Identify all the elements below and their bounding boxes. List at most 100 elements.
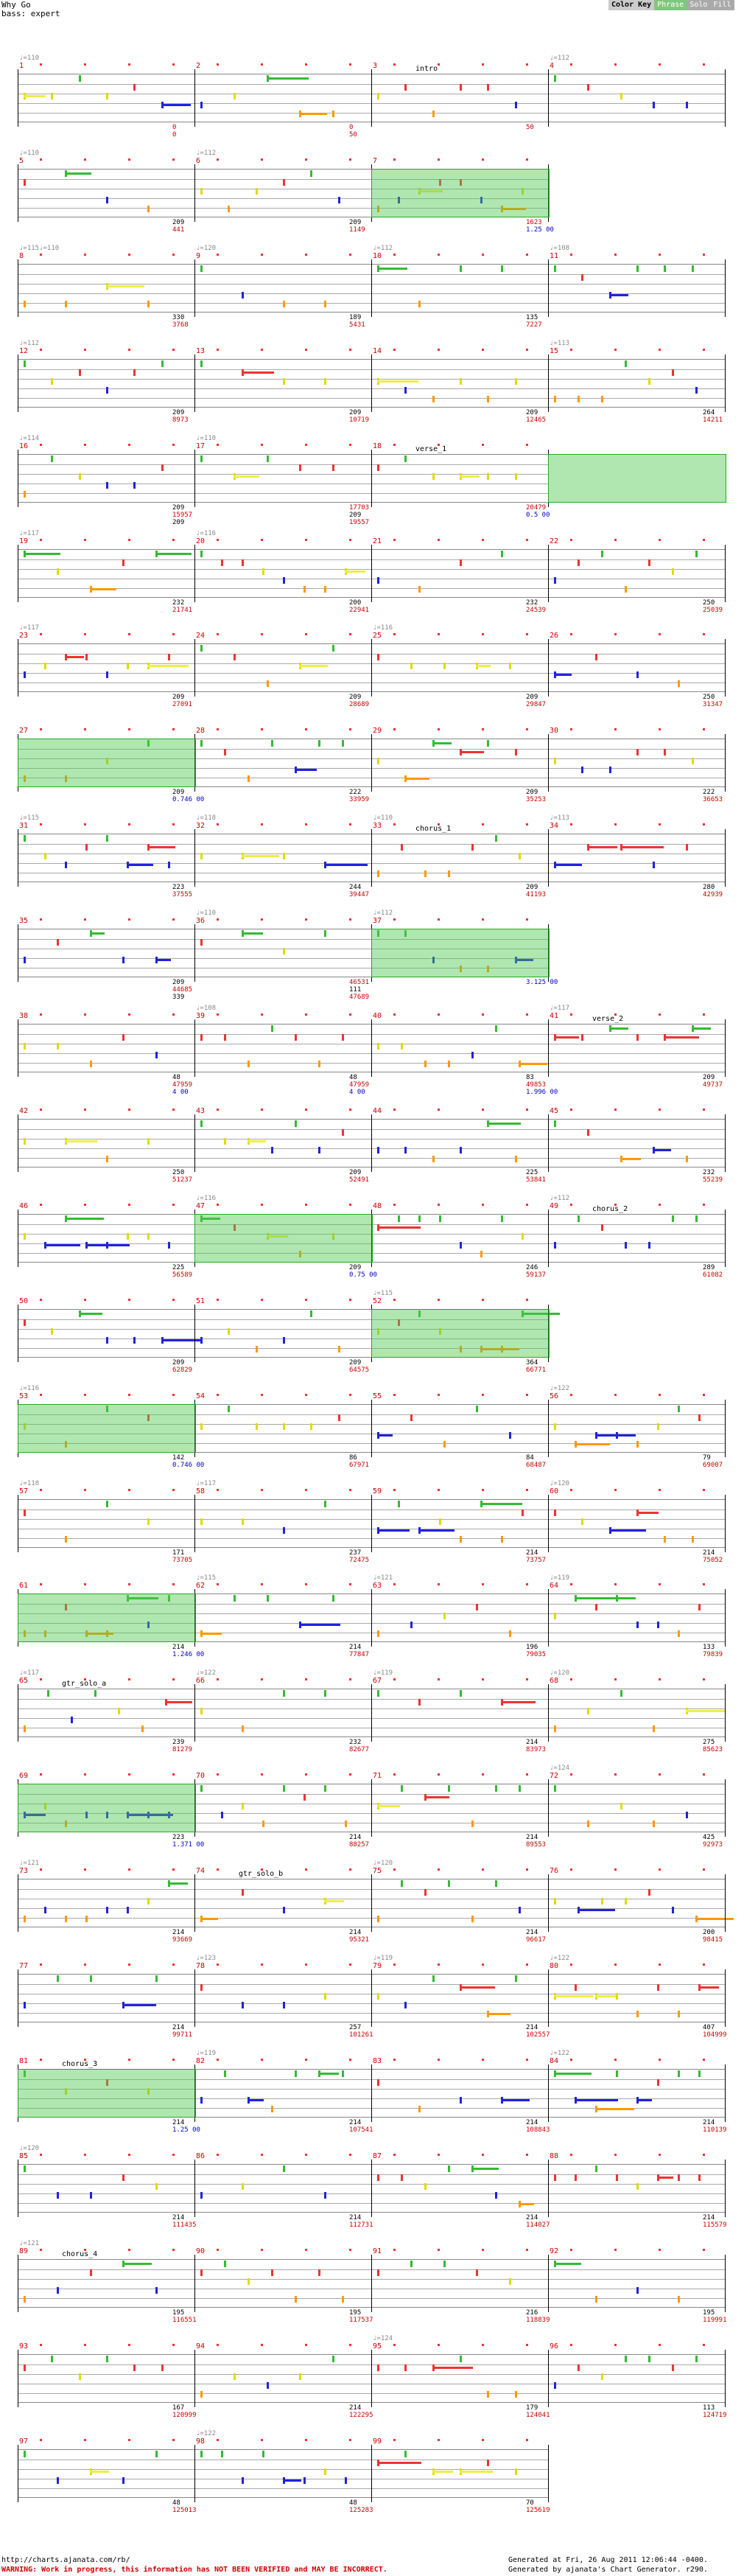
measure-score: 3.125 00 (526, 979, 558, 987)
note-r (578, 2364, 580, 2371)
beat-marker (482, 1488, 484, 1491)
note-o (147, 205, 150, 212)
measure-number: 55 (373, 1392, 382, 1400)
staff (18, 453, 548, 503)
note-y (233, 2373, 236, 2380)
note-o (691, 1535, 694, 1543)
footer-url[interactable]: http://charts.ajanata.com/rb/ (1, 2556, 130, 2564)
section-label: gtr_solo_b (239, 1870, 284, 1879)
sustain-b (248, 2098, 264, 2101)
beat-marker (349, 1488, 351, 1491)
note-y (377, 758, 379, 765)
note-y (443, 1613, 446, 1620)
note-b (283, 1336, 285, 1344)
note-r (161, 2364, 164, 2371)
measure-score: 124041 (526, 2411, 550, 2419)
sustain-y (418, 189, 443, 192)
note-y (44, 1803, 46, 1810)
beat-marker (393, 1583, 396, 1586)
beat-marker (482, 63, 484, 66)
measure-score: 209 (526, 884, 538, 892)
beat-marker (261, 538, 263, 541)
note-r (410, 1414, 413, 1421)
beat-marker (217, 633, 219, 636)
measure-score: 111 (349, 986, 362, 994)
beat-marker (659, 1203, 661, 1206)
measure-score: 53841 (526, 1176, 547, 1184)
note-b (133, 481, 136, 489)
measure-number: 51 (196, 1296, 206, 1305)
measure-number: 42 (19, 1106, 29, 1115)
measure-score: 33959 (349, 796, 370, 804)
note-g (578, 1215, 580, 1222)
beat-marker (614, 1773, 617, 1776)
measure-score: 25039 (703, 606, 723, 614)
beat-marker (570, 2058, 572, 2061)
measure-score: 214 (172, 1929, 185, 1937)
measure-score: 214 (172, 2024, 185, 2031)
sustain-g (487, 1122, 521, 1125)
note-g (432, 1975, 435, 1982)
measure-score: 0.746 00 (172, 796, 205, 804)
note-b (653, 102, 656, 108)
beat-marker (172, 2438, 175, 2441)
beat-marker (172, 2058, 175, 2061)
measure-line (194, 1874, 195, 1933)
beat-marker (172, 2248, 175, 2251)
note-g (672, 1215, 674, 1222)
note-r (377, 654, 379, 661)
note-o (625, 585, 627, 593)
beat-marker (438, 1013, 440, 1016)
beat-marker (84, 1203, 86, 1206)
note-b (242, 2002, 244, 2008)
beat-marker (393, 1678, 396, 1681)
beat-marker (526, 253, 528, 256)
measure-score: 48 (349, 1074, 357, 1081)
beat-marker (261, 918, 263, 921)
beat-marker (172, 1013, 175, 1016)
measure-score: 209 (703, 1074, 715, 1081)
beat-marker (172, 918, 175, 921)
note-g (161, 360, 164, 367)
measure-score: 214 (349, 2213, 362, 2221)
measure-line (371, 69, 372, 127)
sustain-g (24, 552, 60, 555)
measure-number: 54 (196, 1392, 206, 1400)
note-b (85, 1812, 88, 1819)
note-b (554, 2381, 556, 2389)
beat-marker (349, 253, 351, 256)
section-label: chorus_3 (62, 2059, 98, 2068)
star-power-phrase (18, 2068, 196, 2118)
tempo-marker: ♩=119 (373, 1955, 393, 1962)
measure-number: 39 (196, 1012, 206, 1020)
beat-marker (438, 1773, 440, 1776)
sustain-g (471, 2167, 499, 2170)
beat-marker (659, 1488, 661, 1491)
beat-marker (172, 348, 175, 351)
measure-score: 50 (349, 131, 357, 139)
note-y (200, 853, 203, 860)
tempo-marker: ♩=115 (19, 814, 40, 823)
measure-line (548, 1969, 549, 2027)
beat-marker (526, 63, 528, 66)
sustain-b (155, 959, 171, 962)
beat-marker (305, 1108, 307, 1111)
note-r (616, 2174, 618, 2181)
note-b (404, 2002, 407, 2008)
note-r (224, 749, 226, 756)
measure-score: 124719 (703, 2411, 727, 2419)
note-r (303, 1794, 306, 1801)
beat-marker (614, 63, 617, 66)
note-y (106, 758, 108, 765)
note-y (242, 1803, 244, 1810)
beat-marker (40, 1203, 42, 1206)
note-o (147, 300, 150, 307)
beat-marker (438, 158, 440, 161)
beat-marker (614, 1868, 617, 1871)
beat-marker (217, 1583, 219, 1586)
note-y (487, 472, 490, 480)
beat-marker (482, 2248, 484, 2251)
